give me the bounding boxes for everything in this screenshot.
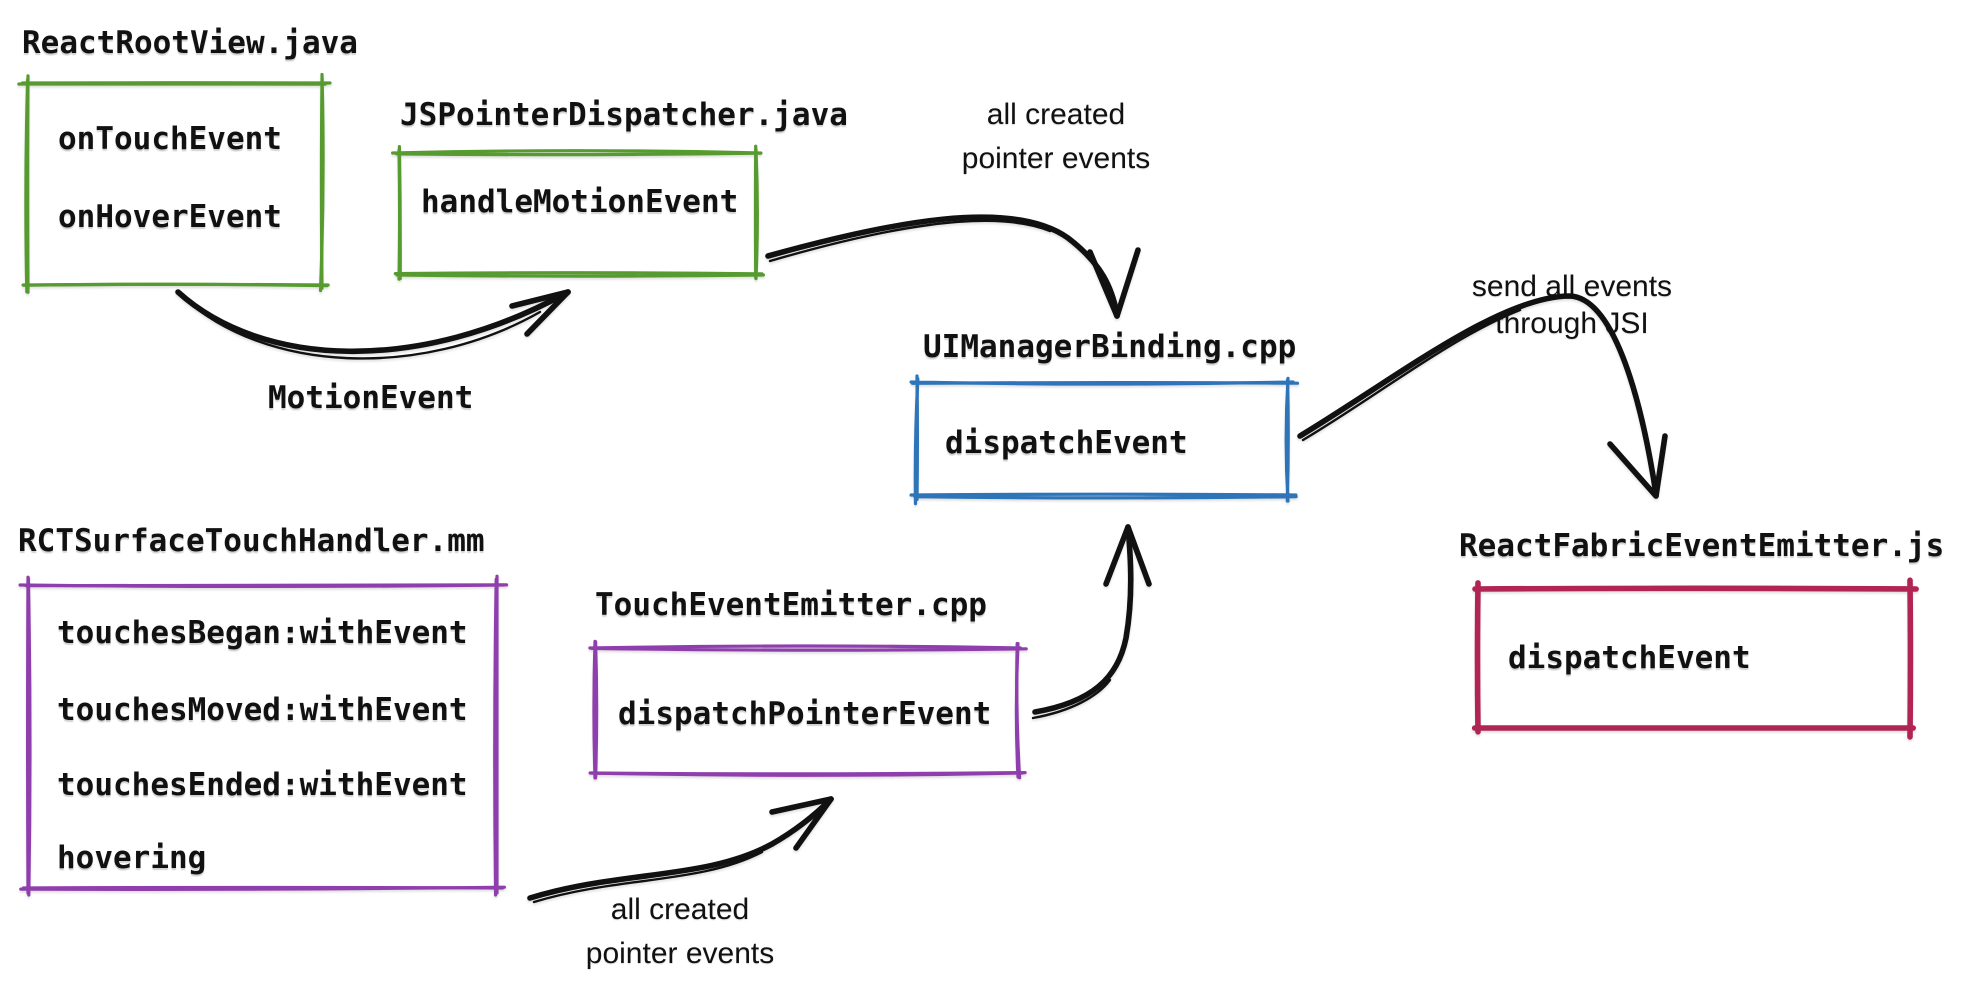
node-react-root-view: onTouchEvent onHoverEvent <box>28 83 322 285</box>
arrow-dispatch-pointer-event-to-dispatch-event-head <box>1125 524 1152 587</box>
arrow-all-created-pointer-events-top-overdraw <box>768 219 1052 263</box>
arrow-motion-event-head <box>509 289 571 309</box>
method-touches-ended: touchesEnded:withEvent <box>57 767 468 803</box>
arrow-send-all-events-through-jsi-head <box>1653 433 1668 499</box>
box-outline-js-pointer-dispatcher <box>391 148 765 281</box>
arrow-send-all-events-through-jsi <box>1297 293 1659 497</box>
method-hovering: hovering <box>57 840 207 876</box>
arrow-dispatch-pointer-event-to-dispatch-event-head <box>1103 524 1131 587</box>
file-label-ui-manager-binding: UIManagerBinding.cpp <box>923 329 1297 365</box>
edge-label-line: all created <box>986 98 1126 131</box>
method-dispatch-pointer-event: dispatchPointerEvent <box>618 696 992 732</box>
box-outline-js-pointer-dispatcher <box>393 144 764 281</box>
arrow-send-all-events-through-jsi-head <box>1607 441 1659 499</box>
method-touches-moved: touchesMoved:withEvent <box>57 692 468 728</box>
method-touches-began: touchesBegan:withEvent <box>57 615 468 651</box>
arrow-all-created-pointer-events-top <box>765 214 1120 317</box>
method-handle-motion-event: handleMotionEvent <box>421 184 739 220</box>
method-dispatch-event-js: dispatchEvent <box>1508 640 1751 676</box>
box-outline-ui-manager-binding <box>910 377 1300 506</box>
node-js-pointer-dispatcher: handleMotionEvent <box>399 153 756 275</box>
node-touch-event-emitter: dispatchPointerEvent <box>595 648 1018 773</box>
arrow-dispatch-pointer-event-to-dispatch-event <box>1032 524 1134 715</box>
node-ui-manager-binding: dispatchEvent <box>917 382 1288 495</box>
edge-label-all-created-pointer-events-bottom: all created pointer events <box>550 888 810 976</box>
edge-label-line: through JSI <box>1495 307 1649 340</box>
arrow-all-created-pointer-events-bottom-overdraw <box>532 850 764 904</box>
edge-label-line: pointer events <box>585 937 775 970</box>
arrow-dispatch-pointer-event-to-dispatch-event-overdraw <box>1031 678 1112 720</box>
arrow-all-created-pointer-events-top-head <box>1087 249 1120 319</box>
edge-label-all-created-pointer-events-top: all created pointer events <box>926 93 1186 181</box>
arrow-all-created-pointer-events-top-head <box>1114 247 1141 319</box>
file-label-touch-event-emitter: TouchEventEmitter.cpp <box>595 587 987 623</box>
method-on-hover-event: onHoverEvent <box>58 199 282 235</box>
file-label-react-root-view: ReactRootView.java <box>22 25 358 61</box>
edge-label-line: all created <box>610 893 750 926</box>
box-outline-touch-event-emitter <box>590 640 1028 780</box>
box-outline-react-fabric-event-emitter <box>1471 577 1919 740</box>
file-label-js-pointer-dispatcher: JSPointerDispatcher.java <box>400 97 848 133</box>
arrow-all-created-pointer-events-bottom <box>527 796 834 901</box>
edge-label-send-all-events-through-jsi: send all events through JSI <box>1442 268 1702 342</box>
arrow-send-all-events-through-jsi-overdraw <box>1301 308 1522 442</box>
file-label-rct-surface-touch-handler: RCTSurfaceTouchHandler.mm <box>18 523 485 559</box>
arrow-all-created-pointer-events-bottom-head <box>769 796 834 815</box>
method-dispatch-event-cpp: dispatchEvent <box>945 425 1188 461</box>
box-outline-react-root-view <box>17 72 329 294</box>
edge-label-line: pointer events <box>961 142 1151 175</box>
node-react-fabric-event-emitter: dispatchEvent <box>1478 589 1910 728</box>
edge-label-line: send all events <box>1471 270 1673 303</box>
node-rct-surface-touch-handler: touchesBegan:withEvent touchesMoved:with… <box>28 585 497 888</box>
arrow-all-created-pointer-events-bottom-head <box>793 796 834 851</box>
box-outline-rct-surface-touch-handler <box>19 576 509 897</box>
arrow-motion-event-head <box>524 289 571 337</box>
arrow-motion-event <box>175 289 571 355</box>
arrow-motion-event-overdraw <box>181 295 542 360</box>
file-label-react-fabric-event-emitter: ReactFabricEventEmitter.js <box>1459 528 1945 564</box>
method-on-touch-event: onTouchEvent <box>58 121 282 157</box>
edge-label-motion-event: MotionEvent <box>268 380 474 416</box>
